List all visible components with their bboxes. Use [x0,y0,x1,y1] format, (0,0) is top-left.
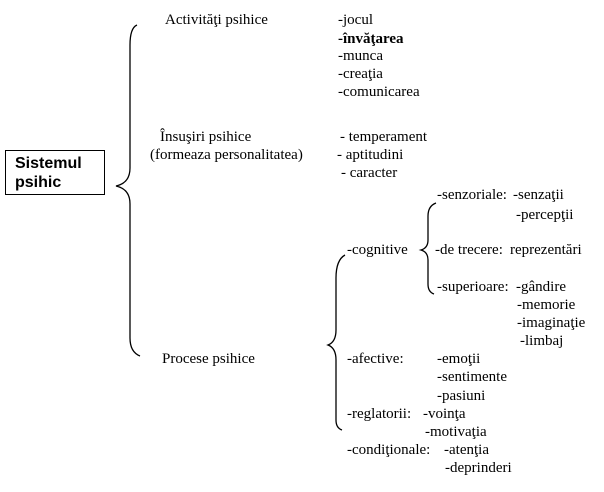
senzoriale-label: -senzoriale: [437,187,507,203]
conditionale-item: -deprinderi [445,460,512,476]
senzoriale-item: -percepţii [516,207,574,223]
conditionale-item: -atenţia [444,442,489,458]
superioare-item: -imaginaţie [517,315,586,331]
activitati-item: -munca [338,48,383,64]
de-trecere-item: reprezentări [510,242,582,258]
superioare-item: -memorie [517,297,576,313]
root-box: Sistemul psihic [5,150,105,195]
reglatorii-label: -reglatorii: [347,406,412,422]
root-line2: psihic [15,174,62,191]
activitati-label: Activităţi psihice [165,12,268,28]
afective-item: -pasiuni [437,388,486,404]
insusiri-label: Însuşiri psihice [160,129,252,145]
de-trecere-label: -de trecere: [435,242,503,258]
procese-label: Procese psihice [162,351,255,367]
activitati-item: -creaţia [338,66,383,82]
main-brace [115,24,141,357]
root-line1: Sistemul [15,155,82,172]
afective-item: -emoţii [437,351,481,367]
cognitive-brace [418,202,437,295]
activitati-item: -jocul [338,12,373,28]
insusiri-item: - aptitudini [337,147,404,163]
superioare-item: -gândire [516,279,566,295]
activitati-item: -învăţarea [338,31,404,47]
insusiri-sublabel: (formeaza personalitatea) [150,147,303,163]
senzoriale-item: -senzaţii [513,187,564,203]
conditionale-label: -condiţionale: [347,442,431,458]
afective-item: -sentimente [437,369,507,385]
afective-label: -afective: [347,351,404,367]
reglatorii-item: -voinţa [423,406,466,422]
insusiri-item: - temperament [340,129,428,145]
procese-brace [326,254,346,431]
superioare-item: -limbaj [520,333,564,349]
cognitive-label: -cognitive [347,242,408,258]
activitati-item: -comunicarea [338,84,420,100]
superioare-label: -superioare: [437,279,509,295]
insusiri-item: - caracter [341,165,398,181]
reglatorii-item: -motivaţia [425,424,487,440]
